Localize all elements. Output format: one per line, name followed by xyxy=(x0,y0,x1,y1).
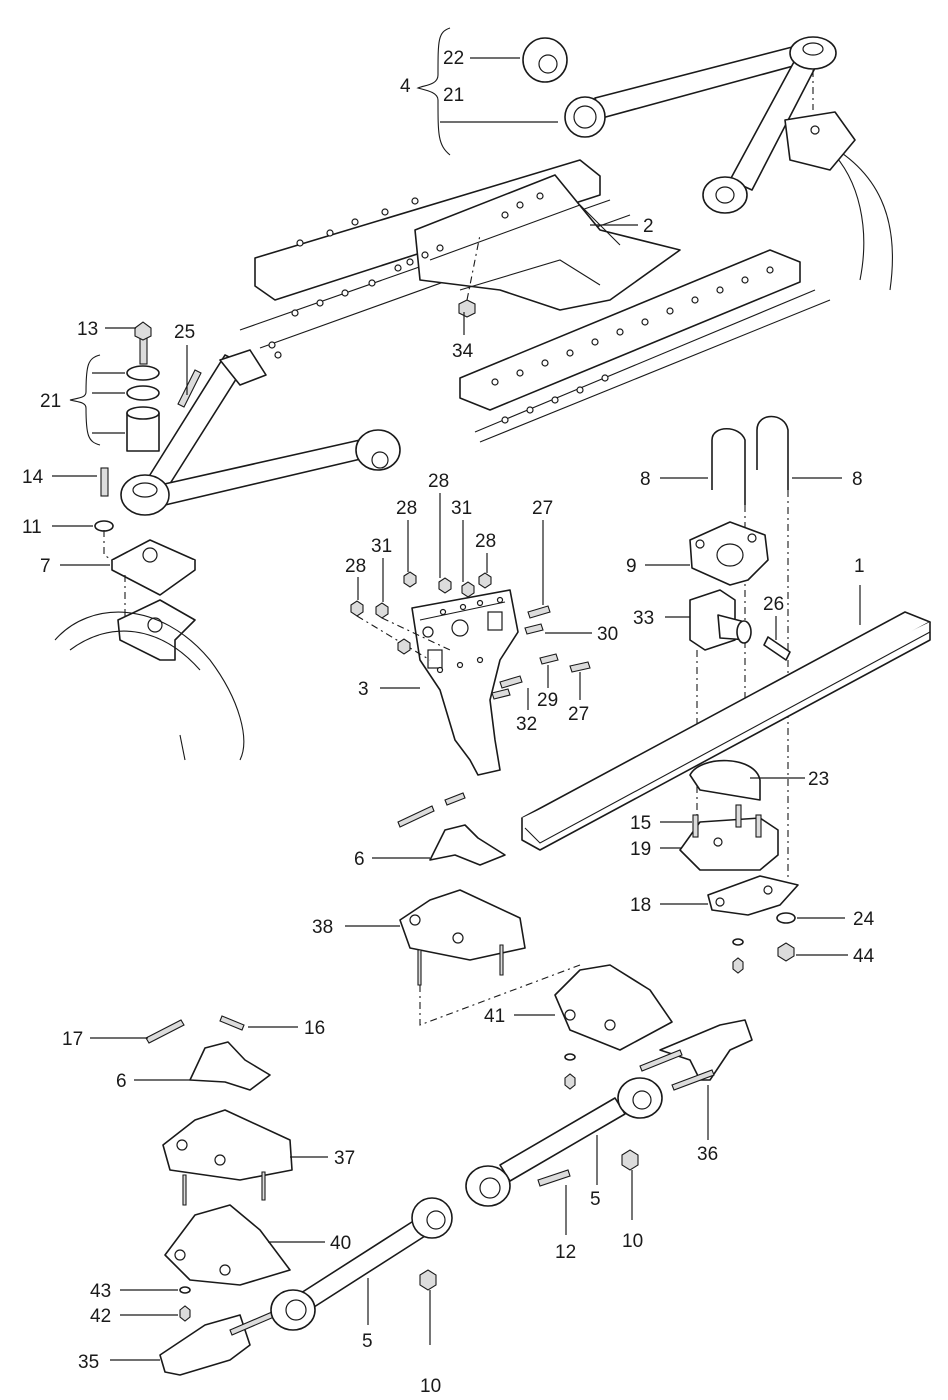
leaf-spring xyxy=(521,611,931,974)
callout-26: 26 xyxy=(763,594,784,615)
callout-7: 7 xyxy=(40,556,51,577)
callout-42: 42 xyxy=(90,1306,111,1327)
callout-27-a: 27 xyxy=(532,498,553,519)
callout-18: 18 xyxy=(630,895,651,916)
callout-21-top: 21 xyxy=(443,85,464,106)
callout-21-left: 21 xyxy=(40,391,61,412)
spring-seats-lower xyxy=(145,1015,293,1376)
callout-6-lower: 6 xyxy=(116,1071,127,1092)
callout-15: 15 xyxy=(630,813,651,834)
callout-22: 22 xyxy=(443,48,464,69)
callout-12: 12 xyxy=(555,1242,576,1263)
callout-41: 41 xyxy=(484,1006,505,1027)
callout-40: 40 xyxy=(330,1233,351,1254)
callout-32: 32 xyxy=(516,714,537,735)
callout-6-middle: 6 xyxy=(354,849,365,870)
spring-seats-middle xyxy=(397,792,673,1090)
callout-31-a: 31 xyxy=(451,498,472,519)
callout-10-upper: 10 xyxy=(622,1231,643,1252)
callout-38: 38 xyxy=(312,917,333,938)
callout-28-a: 28 xyxy=(396,498,417,519)
callout-31-b: 31 xyxy=(371,536,392,557)
callout-34: 34 xyxy=(452,341,474,362)
callout-5-lower: 5 xyxy=(362,1331,373,1352)
callout-37: 37 xyxy=(334,1148,355,1169)
callout-28-d: 28 xyxy=(345,556,366,577)
callout-27-b: 27 xyxy=(568,704,589,725)
callout-25: 25 xyxy=(174,322,195,343)
callout-36: 36 xyxy=(697,1144,718,1165)
callout-1: 1 xyxy=(854,556,865,577)
callout-9: 9 xyxy=(626,556,637,577)
v-stay-top xyxy=(522,36,856,214)
v-stay-left xyxy=(54,321,401,761)
callout-3: 3 xyxy=(358,679,369,700)
frame-bracket xyxy=(350,571,591,776)
callout-17: 17 xyxy=(62,1029,83,1050)
callout-28-c: 28 xyxy=(475,531,496,552)
axle-clamp-group xyxy=(689,415,791,880)
callout-28-b: 28 xyxy=(428,471,449,492)
callout-23: 23 xyxy=(808,769,829,790)
part-callout-labels: 22 4 21 2 34 13 25 21 14 11 7 28 28 31 2… xyxy=(22,48,875,1397)
callout-29: 29 xyxy=(537,690,558,711)
callout-2: 2 xyxy=(643,216,654,237)
callout-33: 33 xyxy=(633,608,654,629)
callout-19: 19 xyxy=(630,839,651,860)
callout-11: 11 xyxy=(22,517,42,538)
callout-14: 14 xyxy=(22,467,44,488)
leader-lines xyxy=(52,27,861,1361)
callout-24: 24 xyxy=(853,909,875,930)
callout-16: 16 xyxy=(304,1018,325,1039)
chassis-frame xyxy=(239,139,893,443)
callout-13: 13 xyxy=(77,319,98,340)
callout-4: 4 xyxy=(400,76,411,97)
callout-44: 44 xyxy=(853,946,875,967)
callout-43: 43 xyxy=(90,1281,111,1302)
callout-30: 30 xyxy=(597,624,618,645)
callout-8-left: 8 xyxy=(640,469,651,490)
callout-5-upper: 5 xyxy=(590,1189,601,1210)
callout-10-lower: 10 xyxy=(420,1376,441,1397)
callout-8-right: 8 xyxy=(852,469,863,490)
callout-35: 35 xyxy=(78,1352,99,1373)
torque-rods xyxy=(270,1019,753,1331)
